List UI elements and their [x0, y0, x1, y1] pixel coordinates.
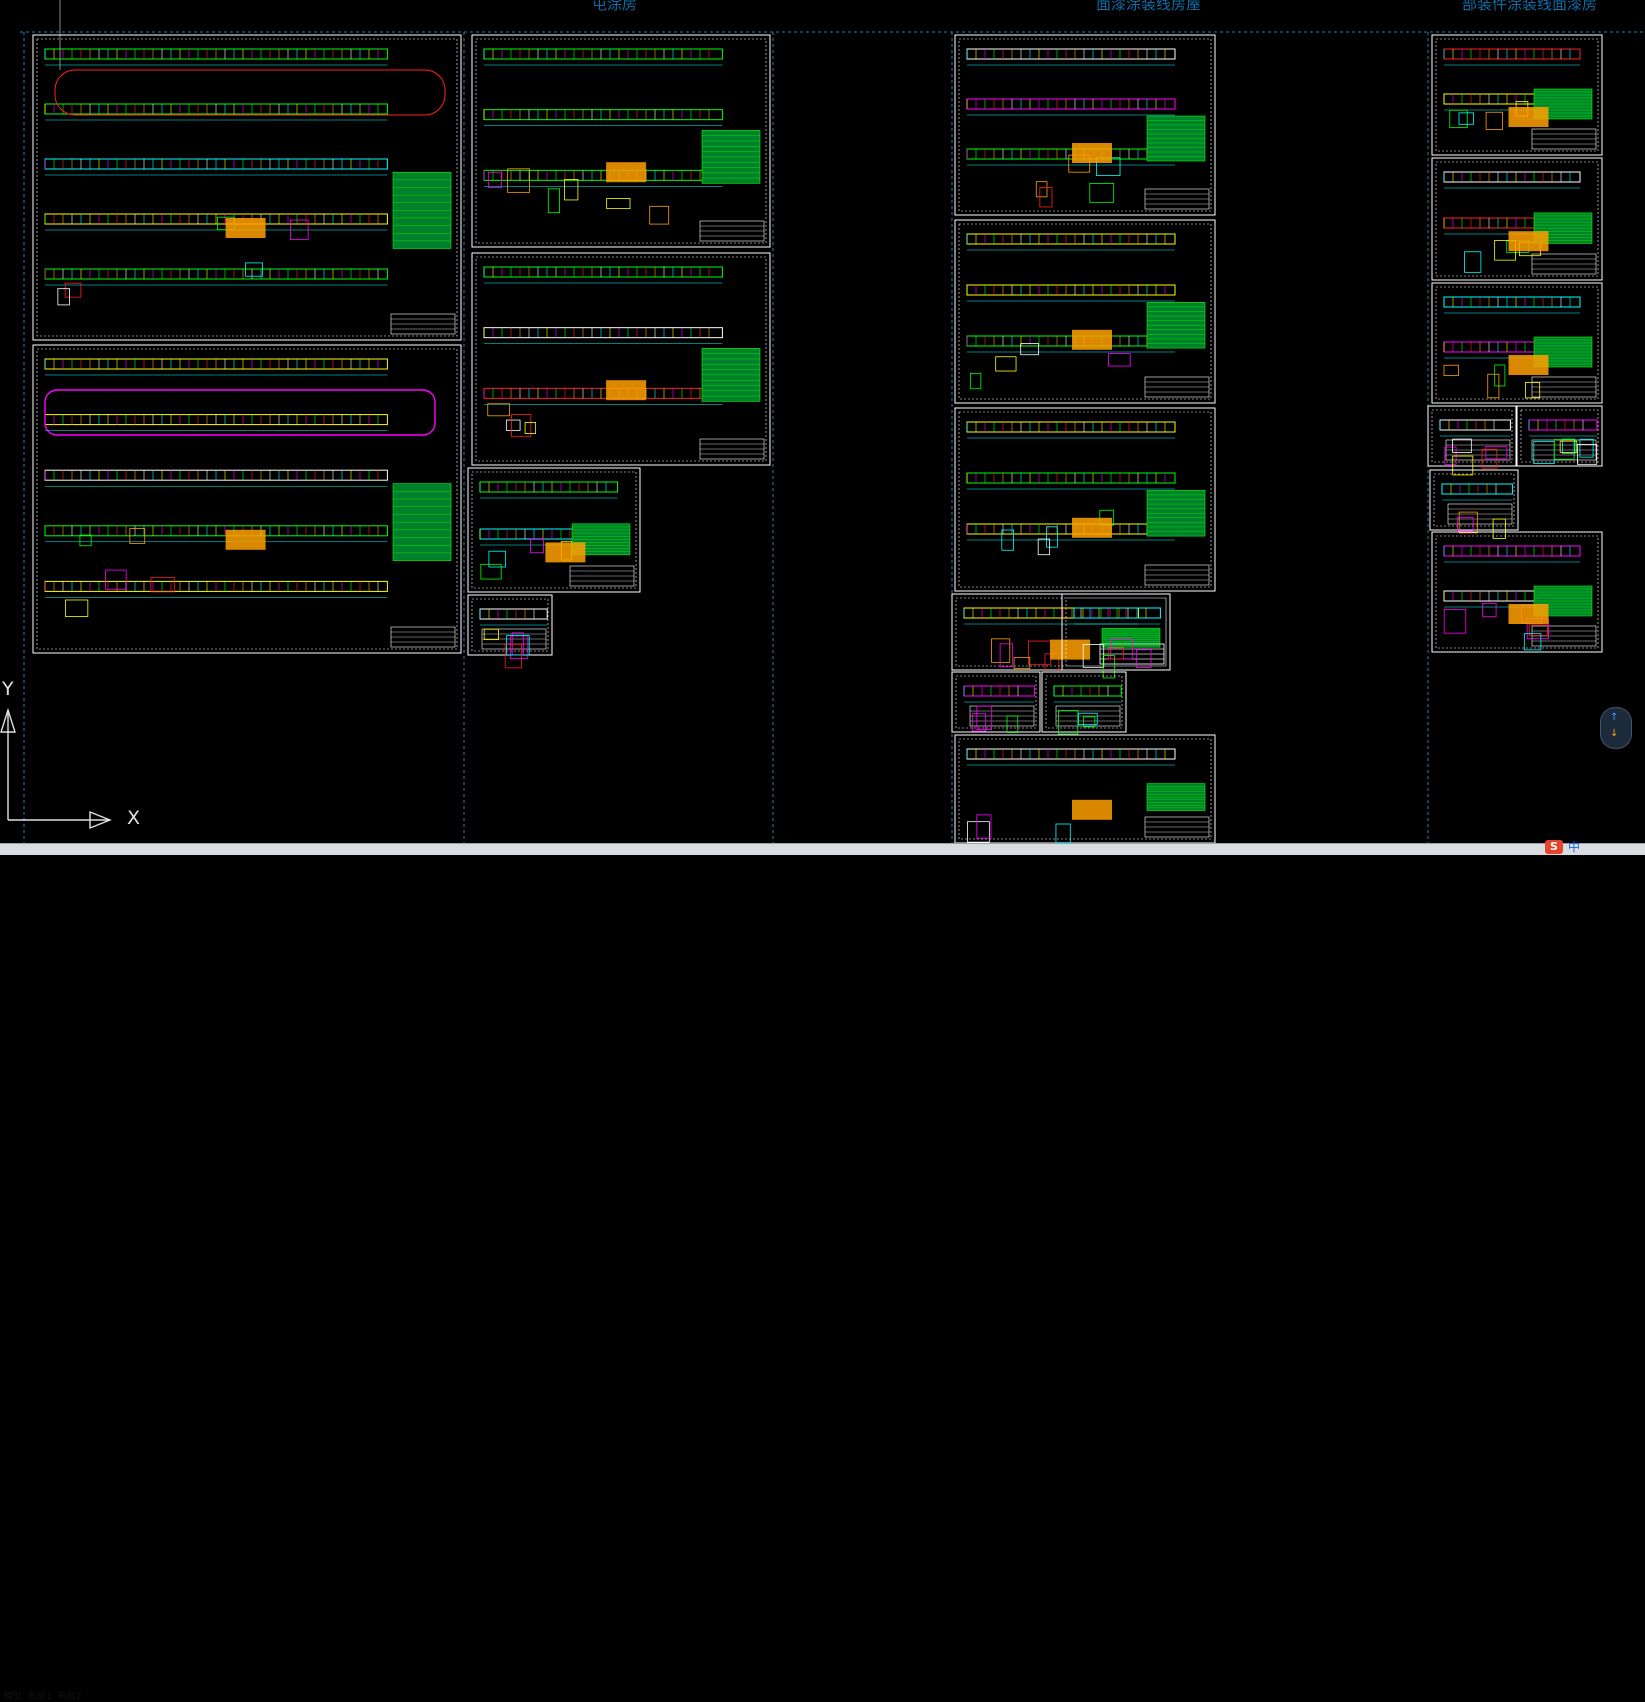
- drawing-sheet: [1429, 469, 1519, 539]
- drawing-sheet: [467, 467, 641, 593]
- ime-toolbar[interactable]: S 中: [1545, 838, 1580, 855]
- drawing-sheet: [951, 593, 1171, 673]
- tab-model[interactable]: 模型: [4, 1692, 23, 1702]
- drawing-sheet: [954, 734, 1216, 844]
- drawing-sheet: [1431, 282, 1603, 404]
- drawing-sheet: [32, 34, 462, 341]
- nav-down-icon[interactable]: ↓: [1610, 728, 1619, 739]
- drawing-sheet: [1061, 593, 1171, 679]
- drawing-sheet: [471, 252, 771, 466]
- drawing-sheet: [471, 34, 771, 248]
- tab-layout-2[interactable]: 布局2: [57, 1692, 82, 1702]
- layout-label-2: 面漆涂装线房屋: [1096, 0, 1202, 13]
- drawing-sheet: [954, 407, 1216, 592]
- nav-up-icon[interactable]: ↑: [1610, 712, 1619, 723]
- tab-layout-1[interactable]: 布局1: [28, 1692, 52, 1702]
- drawing-sheet: [954, 34, 1216, 216]
- ime-logo-icon[interactable]: S: [1545, 839, 1563, 854]
- ucs-y-label: Y: [2, 678, 14, 700]
- ucs-icon: [0, 680, 140, 830]
- drawing-sheet: [1431, 531, 1603, 653]
- drawing-sheet: [951, 671, 1041, 733]
- drawing-sheet: [1041, 671, 1127, 735]
- drawing-sheet: [1427, 405, 1517, 476]
- layout-guide-lines: [20, 0, 1645, 843]
- layout-tabs: 模型 布局1 布局2: [2, 1689, 83, 1702]
- drawing-sheet: [954, 219, 1216, 404]
- drawing-sheet: [32, 344, 462, 654]
- drawing-sheet: [467, 594, 553, 669]
- layout-label-1: 屯涂房: [592, 0, 638, 13]
- layout-label-3: 部装件涂装线面漆房: [1462, 0, 1598, 13]
- drawing-sheets: [32, 34, 1603, 844]
- drawing-sheet: [1431, 34, 1603, 156]
- ucs-x-label: X: [127, 807, 141, 829]
- status-bar: 模型 布局1 布局2: [0, 843, 1645, 1702]
- drawing-sheet: [1431, 157, 1603, 281]
- ime-mode[interactable]: 中: [1568, 840, 1581, 854]
- navigation-bar[interactable]: ↑ ↓: [1600, 707, 1632, 749]
- cad-drawing-canvas[interactable]: [0, 0, 1645, 854]
- drawing-sheet: [1516, 405, 1603, 467]
